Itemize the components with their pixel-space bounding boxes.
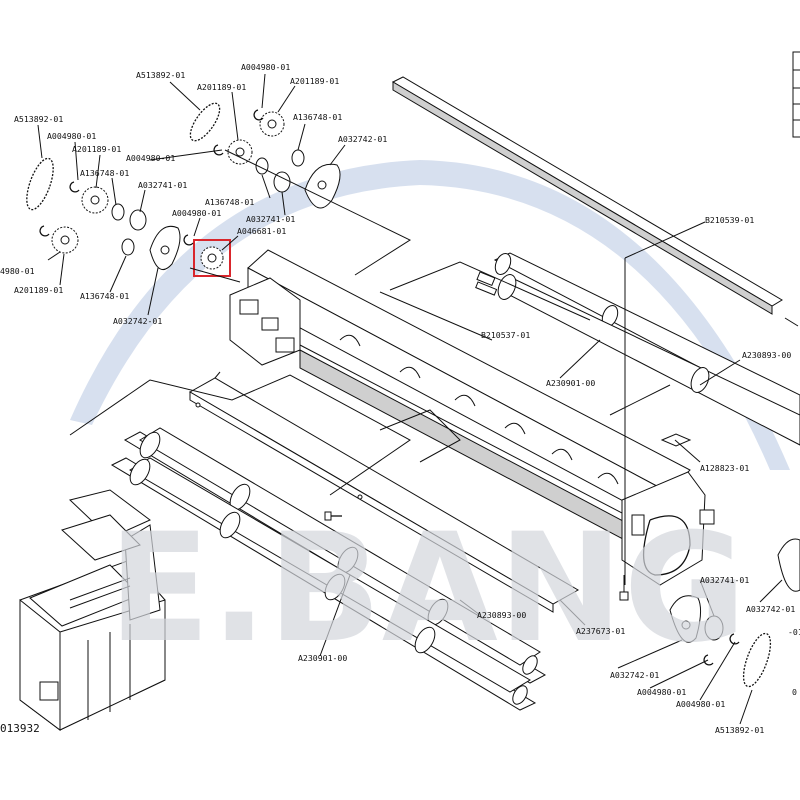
printer-illustration <box>19 489 166 731</box>
label: A004980-01 <box>47 131 96 141</box>
screw <box>324 511 342 521</box>
label: A004980-01 <box>676 699 725 709</box>
label: A136748-01 <box>205 197 254 207</box>
spring-a513892-left <box>26 157 54 211</box>
bracket-a128823 <box>660 433 692 447</box>
label: A136748-01 <box>80 291 129 301</box>
bracket-a032742-top <box>304 163 341 209</box>
diagram-code: 013932 <box>0 722 40 735</box>
gear-top-1 <box>227 139 253 165</box>
bracket-a032742-edge <box>777 538 800 592</box>
gear-a046681 <box>200 246 224 270</box>
gear-left-2 <box>51 226 79 254</box>
roller-upper-2 <box>475 274 800 446</box>
watermark-arc <box>70 160 790 470</box>
label: A032742-01 <box>338 134 387 144</box>
label: A513892-01 <box>14 114 63 124</box>
spring-a513892-top <box>189 102 221 142</box>
roller-lower-2 <box>110 457 537 711</box>
label: A004980-01 <box>126 153 175 163</box>
label: A237673-01 <box>576 626 625 636</box>
label: A230893-00 <box>742 350 791 360</box>
label: A032741-01 <box>246 214 295 224</box>
gear-top-2 <box>259 111 285 137</box>
label: A230893-00 <box>477 610 526 620</box>
label: B210537-01 <box>481 330 530 340</box>
label: A004980-01 <box>172 208 221 218</box>
rail-b210539 <box>391 76 799 327</box>
watermark-text: E.BANG <box>108 502 747 676</box>
label: -01 <box>788 627 800 637</box>
label: A513892-01 <box>715 725 764 735</box>
label: A230901-00 <box>298 653 347 663</box>
highlight-box <box>193 239 231 277</box>
label: A004980-01 <box>241 62 290 72</box>
bracket-a032742-right <box>669 595 702 643</box>
bracket-a032742-left <box>149 225 181 271</box>
roller-lower-1 <box>123 427 547 684</box>
label: A201189-01 <box>72 144 121 154</box>
label: A004980-01 <box>637 687 686 697</box>
part-labels: A513892-01 A004980-01 A201189-01 A201189… <box>0 62 800 735</box>
label: A136748-01 <box>80 168 129 178</box>
label: A046681-01 <box>237 226 286 236</box>
leader-lines <box>37 73 783 725</box>
spring-a513892-right <box>742 632 772 688</box>
table-fragment <box>792 51 800 138</box>
label: 4980-01 <box>0 266 35 276</box>
plate-a237673 <box>188 371 580 613</box>
label: A201189-01 <box>197 82 246 92</box>
label: A032742-01 <box>610 670 659 680</box>
label: A201189-01 <box>290 76 339 86</box>
label: 0 <box>792 687 797 697</box>
label: A032742-01 <box>746 604 795 614</box>
label: A032741-01 <box>138 180 187 190</box>
label: A032741-01 <box>700 575 749 585</box>
gear-left-1 <box>81 186 109 214</box>
label: A201189-01 <box>14 285 63 295</box>
frame-b210537 <box>229 249 715 586</box>
screw-right <box>619 575 629 601</box>
label: A032742-01 <box>113 316 162 326</box>
label: A128823-01 <box>700 463 749 473</box>
label: A230901-00 <box>546 378 595 388</box>
e-rings <box>39 109 740 666</box>
label: A136748-01 <box>293 112 342 122</box>
label: B210539-01 <box>705 215 754 225</box>
label: A513892-01 <box>136 70 185 80</box>
